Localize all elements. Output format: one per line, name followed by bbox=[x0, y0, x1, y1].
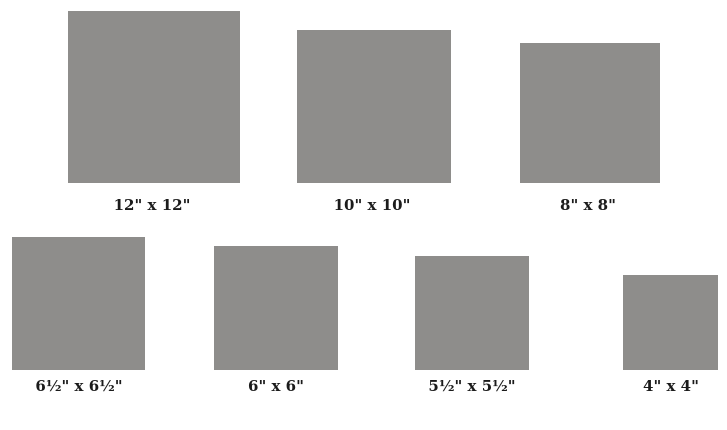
square-swatch-4x4 bbox=[623, 275, 718, 370]
square-swatch-8x8 bbox=[520, 43, 660, 183]
square-swatch-6x6 bbox=[214, 246, 338, 370]
size-label-10x10: 10" x 10" bbox=[333, 196, 411, 214]
size-label-12x12: 12" x 12" bbox=[113, 196, 191, 214]
size-label-6x6: 6" x 6" bbox=[248, 377, 304, 395]
size-label-5-5x5-5: 5½" x 5½" bbox=[428, 377, 516, 395]
size-label-6-5x6-5: 6½" x 6½" bbox=[35, 377, 123, 395]
square-swatch-6-5x6-5 bbox=[12, 237, 145, 370]
square-swatch-5-5x5-5 bbox=[415, 256, 529, 370]
size-label-8x8: 8" x 8" bbox=[560, 196, 616, 214]
size-label-4x4: 4" x 4" bbox=[643, 377, 699, 395]
square-swatch-12x12 bbox=[68, 11, 240, 183]
square-swatch-10x10 bbox=[297, 30, 451, 183]
